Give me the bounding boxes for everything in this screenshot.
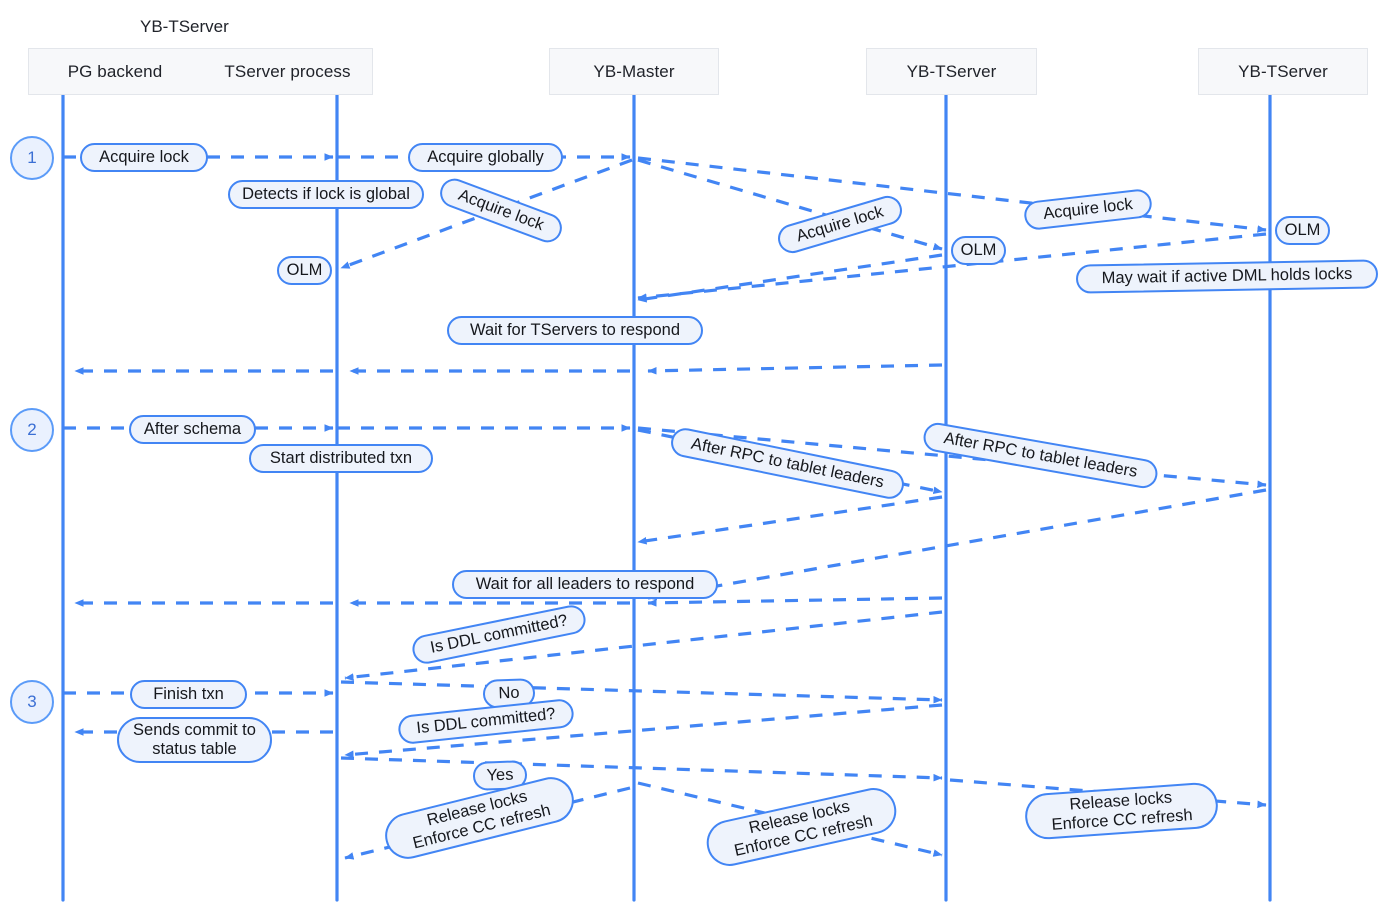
message-pill-detects-if-lock-is-global: Detects if lock is global <box>228 180 424 209</box>
message-label: Wait for TServers to respond <box>470 321 680 340</box>
step-marker-1-label: 1 <box>27 148 37 167</box>
message-label: Acquire lock <box>1042 195 1134 224</box>
message-label: Wait for all leaders to respond <box>475 575 695 594</box>
message-pill-wait-for-tservers-to-respond: Wait for TServers to respond <box>447 316 703 345</box>
message-pill-wait-for-all-leaders-to-respond: Wait for all leaders to respond <box>452 570 718 599</box>
message-label: Sends commit to status table <box>133 720 256 758</box>
arrow-ts2-to-master-final <box>647 363 943 375</box>
step-marker-3-label: 3 <box>27 692 37 711</box>
arrow-acquire-lock-master-ts2 <box>637 158 943 251</box>
message-label: After schema <box>143 420 242 439</box>
message-label: Acquire globally <box>427 148 544 167</box>
step-marker-2: 2 <box>10 408 54 452</box>
message-pill-may-wait-if-active-dml-holds-locks: May wait if active DML holds locks <box>1075 259 1379 294</box>
arrow-yes-tserver-ts2 <box>340 756 943 782</box>
message-pill-finish-txn: Finish txn <box>130 680 247 709</box>
message-label: No <box>498 683 520 703</box>
arrow-ts2-to-master-response <box>637 253 943 303</box>
arrow-after-rpc-ts2-ts3 <box>637 426 1267 489</box>
lane-header-yb-master: YB-Master <box>549 48 719 95</box>
message-label: Release locks Enforce CC refresh <box>1051 787 1194 834</box>
message-pill-acquire-lock-1: Acquire lock <box>80 143 208 172</box>
group-caption-yb-tserver: YB-TServer <box>140 17 229 36</box>
step-marker-2-label: 2 <box>27 420 37 439</box>
lane-label-yb-master: YB-Master <box>593 61 675 81</box>
lane-header-group-tserver: PG backend TServer process <box>28 48 373 95</box>
lane-label-tserver-process: TServer process <box>224 61 351 81</box>
message-pill-start-distributed-txn: Start distributed txn <box>249 444 433 473</box>
arrow-is-ddl-committed-1 <box>344 610 943 681</box>
lane-label-yb-tserver-2: YB-TServer <box>906 61 997 81</box>
message-label: OLM <box>1284 221 1321 240</box>
message-label: Yes <box>486 765 514 785</box>
message-label: Detects if lock is global <box>242 185 410 204</box>
message-pill-olm-ts2: OLM <box>951 236 1006 265</box>
message-pill-acquire-globally: Acquire globally <box>408 143 563 172</box>
lane-header-yb-tserver-2: YB-TServer <box>866 48 1037 95</box>
message-pill-olm-ts3: OLM <box>1275 216 1330 245</box>
message-pill-after-schema: After schema <box>129 415 256 444</box>
arrow-may-wait-ts3-master <box>637 232 1267 301</box>
arrow-is-ddl-committed-2 <box>344 703 943 759</box>
message-pill-sends-commit-to-status-table: Sends commit to status table <box>117 717 272 763</box>
message-pill-olm-tserver: OLM <box>277 256 332 285</box>
lane-label-pg-backend: PG backend <box>67 61 163 81</box>
lifelines <box>61 93 1272 902</box>
arrow-ts3-master-return-step2 <box>647 488 1267 601</box>
arrow-ts2-master-step2-return <box>647 596 943 607</box>
arrow-no-tserver-ts2 <box>340 680 943 704</box>
step-marker-3: 3 <box>10 680 54 724</box>
lane-label-yb-tserver-3: YB-TServer <box>1238 61 1328 81</box>
message-label: Acquire lock <box>99 148 189 167</box>
step-marker-1: 1 <box>10 136 54 180</box>
message-label: OLM <box>286 261 323 280</box>
message-label: Finish txn <box>153 685 224 704</box>
message-label: OLM <box>960 241 997 260</box>
arrow-acquire-lock-master-ts3 <box>637 156 1267 233</box>
message-label: Start distributed txn <box>269 449 413 468</box>
arrow-ts2-master-return-step2 <box>637 495 943 545</box>
lane-header-yb-tserver-3: YB-TServer <box>1198 48 1368 95</box>
message-label: May wait if active DML holds locks <box>1101 265 1353 288</box>
